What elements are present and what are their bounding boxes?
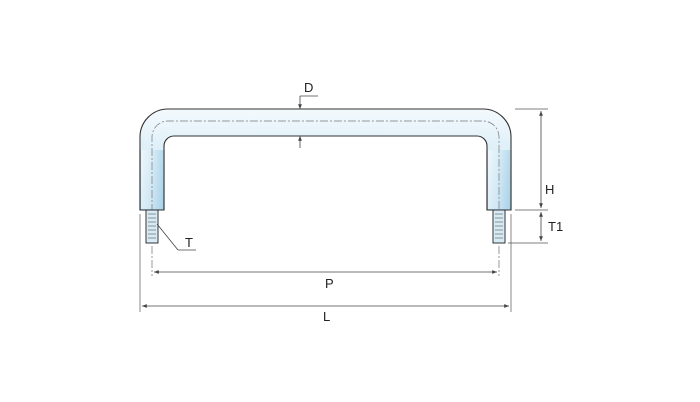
handle-outline [139,108,512,211]
label-p: P [325,276,334,291]
dimension-t: T [156,223,196,251]
dimension-h: H [515,108,554,211]
label-t: T [185,235,193,250]
handle-centerline [151,120,500,212]
dimension-d: D [298,80,318,148]
dimension-p: P [151,246,500,291]
label-d: D [304,80,313,95]
handle-body [139,108,512,211]
right-threaded-stud [492,209,506,244]
label-h: H [545,182,554,197]
dimension-t1: T1 [508,212,563,244]
label-l: L [323,309,330,324]
label-t1: T1 [548,219,563,234]
dimension-l: L [139,214,512,324]
left-threaded-stud [145,209,159,244]
